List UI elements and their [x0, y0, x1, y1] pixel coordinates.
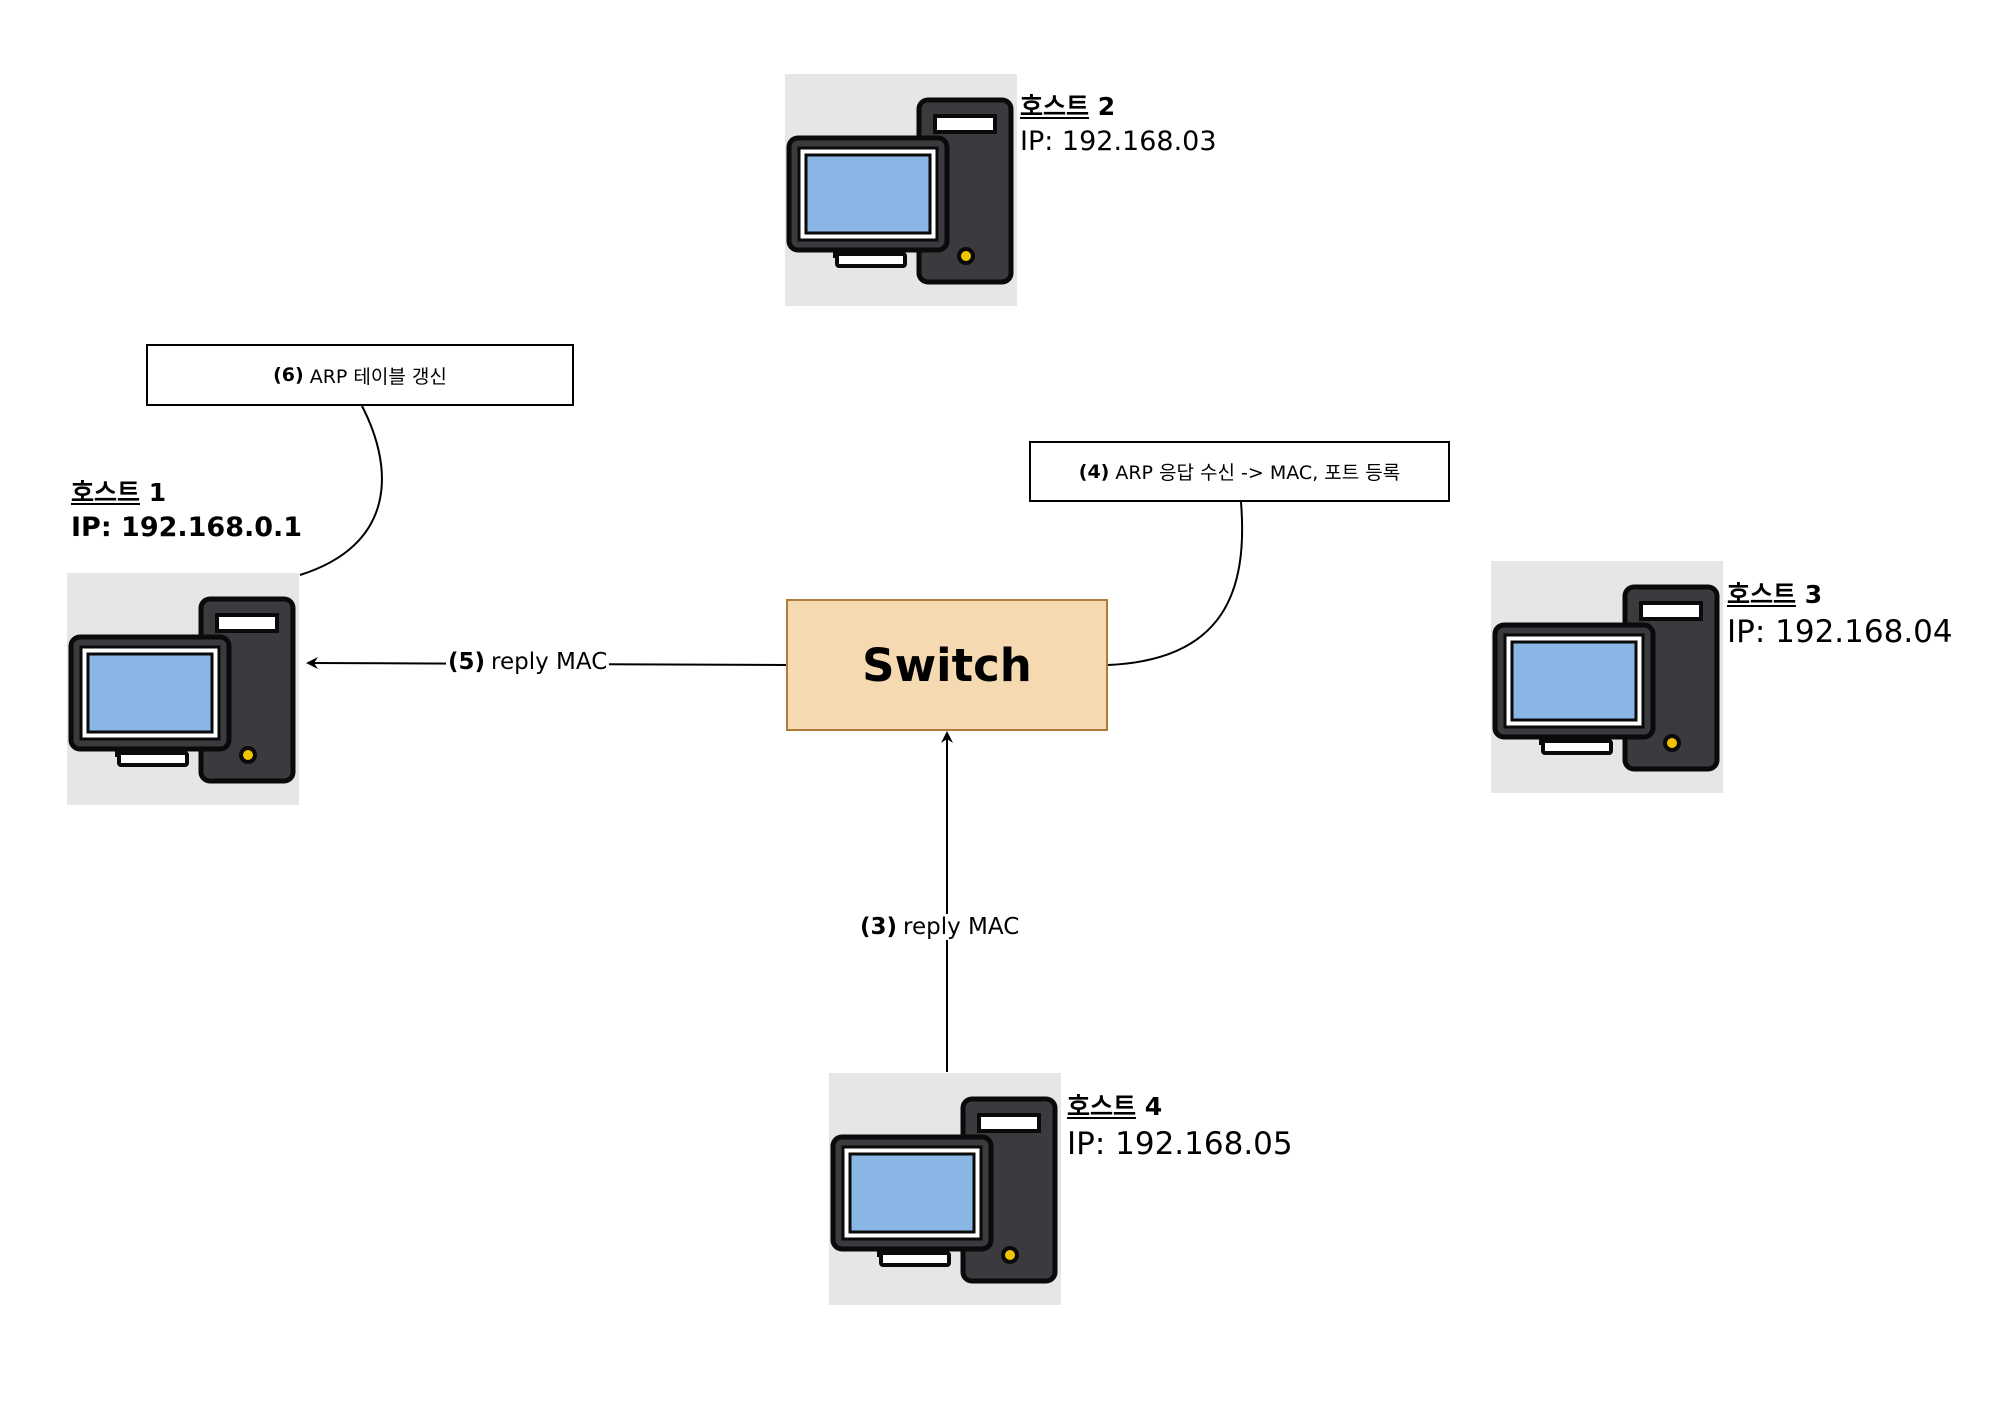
host-3-title: 호스트 3 [1727, 580, 1823, 609]
note-arp-reply-register: (4)ARP 응답 수신 -> MAC, 포트 등록 [1029, 441, 1450, 502]
host-4-ip: IP: 192.168.05 [1067, 1125, 1293, 1162]
host-3-label: 호스트 3 IP: 192.168.04 [1727, 578, 1953, 654]
host-1-title: 호스트 1 [71, 478, 167, 507]
note-arp-table-update: (6)ARP 테이블 갱신 [146, 344, 574, 406]
host-2-title: 호스트 2 [1020, 92, 1116, 121]
desktop-computer-icon [786, 97, 1014, 285]
host-2-tile [785, 74, 1017, 306]
desktop-computer-icon [1492, 584, 1720, 772]
note4-connector [1107, 501, 1244, 666]
host-1-tile [67, 573, 299, 805]
note6-connector [299, 405, 383, 576]
edge-label-5: (5)reply MAC [446, 649, 610, 675]
edge-label-3: (3)reply MAC [858, 914, 1022, 940]
host-4-tile [829, 1073, 1061, 1305]
desktop-computer-icon [68, 596, 296, 784]
host-1-label: 호스트 1 IP: 192.168.0.1 [71, 476, 302, 546]
host-4-label: 호스트 4 IP: 192.168.05 [1067, 1090, 1293, 1166]
host-1-ip: IP: 192.168.0.1 [71, 511, 303, 543]
host-3-ip: IP: 192.168.04 [1727, 613, 1953, 650]
host-2-ip: IP: 192.168.03 [1020, 125, 1217, 157]
host-4-title: 호스트 4 [1067, 1092, 1163, 1121]
host-3-tile [1491, 561, 1723, 793]
host-2-label: 호스트 2 IP: 192.168.03 [1020, 90, 1217, 160]
switch-node: Switch [786, 599, 1108, 731]
desktop-computer-icon [830, 1096, 1058, 1284]
